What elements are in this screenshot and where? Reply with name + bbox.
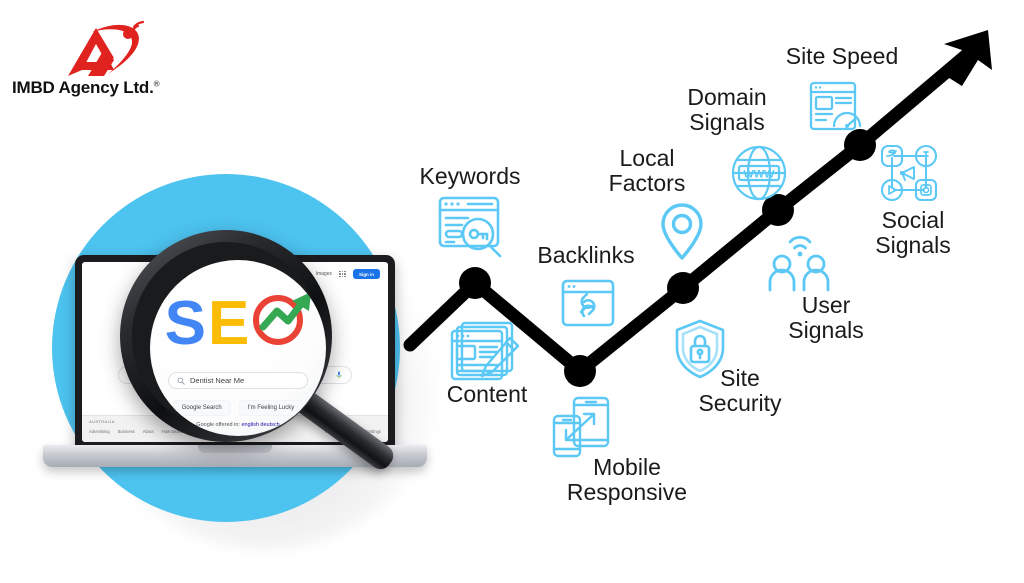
footer-link-settings[interactable]: Settings	[365, 429, 381, 434]
factor-label-social-line1: Social	[881, 207, 945, 233]
content-article-pencil-icon	[450, 321, 520, 381]
factor-label-domain-signals: Domain Signals	[668, 85, 786, 135]
magnifier-ring: S E Dentist	[120, 230, 332, 442]
footer-country: AUSTRALIA	[89, 419, 115, 424]
images-link[interactable]: Images	[315, 271, 332, 277]
factor-label-user-line2: Signals	[788, 317, 864, 343]
factor-label-domain-line2: Signals	[689, 109, 765, 135]
domain-signals-www-globe-icon: WWW	[731, 145, 787, 201]
laptop-notch	[198, 445, 272, 453]
local-factors-map-pin-icon	[661, 203, 703, 260]
factor-label-domain-line1: Domain	[687, 84, 767, 110]
factor-label-site-speed: Site Speed	[785, 43, 899, 69]
factor-label-user-line1: User	[801, 292, 851, 318]
microphone-icon	[336, 371, 342, 379]
magnified-search-bar[interactable]: Dentist Near Me	[168, 372, 308, 389]
magnified-search-value[interactable]: Dentist Near Me	[190, 376, 245, 385]
seo-o-ring	[253, 295, 304, 345]
chart-arrow-head	[944, 30, 992, 86]
footer-link-business[interactable]: Business	[117, 429, 135, 434]
factor-label-user-signals: User Signals	[766, 293, 886, 343]
registered-mark: ®	[153, 79, 160, 89]
factor-label-mobile-responsive: Mobile Responsive	[552, 455, 702, 505]
factor-label-mobile-line2: Responsive	[566, 479, 688, 505]
factor-label-local-line1: Local	[619, 145, 675, 171]
laptop-base	[43, 445, 427, 467]
keywords-browser-key-search-icon	[438, 196, 502, 258]
magnifier-lens: S E Dentist	[150, 260, 326, 436]
apps-grid-icon[interactable]	[339, 270, 346, 278]
search-icon	[177, 377, 185, 385]
brand-name-text: IMBD Agency Ltd.	[12, 78, 154, 97]
factor-label-content: Content	[446, 381, 528, 407]
brand-name: IMBD Agency Ltd.®	[12, 78, 192, 98]
social-signals-network-icon	[880, 144, 938, 202]
factor-label-security-line1: Site	[720, 365, 760, 391]
green-trend-arrow-icon	[259, 292, 312, 331]
site-security-shield-lock-icon	[675, 319, 725, 379]
magnified-feeling-lucky-button[interactable]: I'm Feeling Lucky	[238, 400, 304, 416]
mobile-responsive-devices-icon	[552, 396, 610, 458]
magnified-language-deutsch[interactable]: deutsch	[260, 422, 280, 428]
magnified-language-english[interactable]: english	[241, 422, 259, 428]
imbd-swoosh-logo-icon	[58, 18, 158, 80]
factor-label-social-line2: Signals	[875, 232, 951, 258]
magnified-google-search-button[interactable]: Google Search	[172, 400, 231, 416]
magnified-language-line: Google offered in: english deutsch	[150, 422, 326, 428]
footer-link-about[interactable]: About	[142, 429, 154, 434]
factor-label-social-signals: Social Signals	[858, 208, 968, 258]
site-speed-gauge-browser-icon	[809, 81, 862, 131]
user-signals-people-wifi-icon	[768, 235, 830, 292]
seo-letter-o	[253, 292, 312, 353]
sign-in-button[interactable]: Sign in	[353, 269, 380, 279]
seo-letter-e: E	[208, 289, 250, 358]
factor-label-security-line2: Security	[698, 390, 782, 416]
factor-label-site-security: Site Security	[682, 366, 798, 416]
magnified-seo-wordmark: S E	[150, 289, 326, 358]
svg-text:WWW: WWW	[743, 169, 775, 181]
factor-label-keywords: Keywords	[419, 163, 521, 189]
brand-logo: IMBD Agency Ltd.®	[8, 18, 198, 113]
magnified-buttons: Google Search I'm Feeling Lucky	[150, 400, 326, 416]
magnifier-inner-ring: S E Dentist	[132, 242, 326, 436]
factor-label-backlinks: Backlinks	[537, 242, 635, 268]
footer-link-advertising[interactable]: Advertising	[89, 429, 110, 434]
seo-letter-s: S	[164, 289, 206, 358]
laptop-scene: Gmail Images Sign in S E	[30, 160, 450, 560]
magnifying-glass: S E Dentist	[120, 230, 398, 474]
backlinks-chain-browser-icon	[561, 279, 615, 327]
factor-label-local-factors: Local Factors	[596, 146, 698, 196]
magnified-language-text: Google offered in:	[196, 422, 240, 428]
factor-label-local-line2: Factors	[608, 170, 686, 196]
factor-label-mobile-line1: Mobile	[593, 454, 661, 480]
